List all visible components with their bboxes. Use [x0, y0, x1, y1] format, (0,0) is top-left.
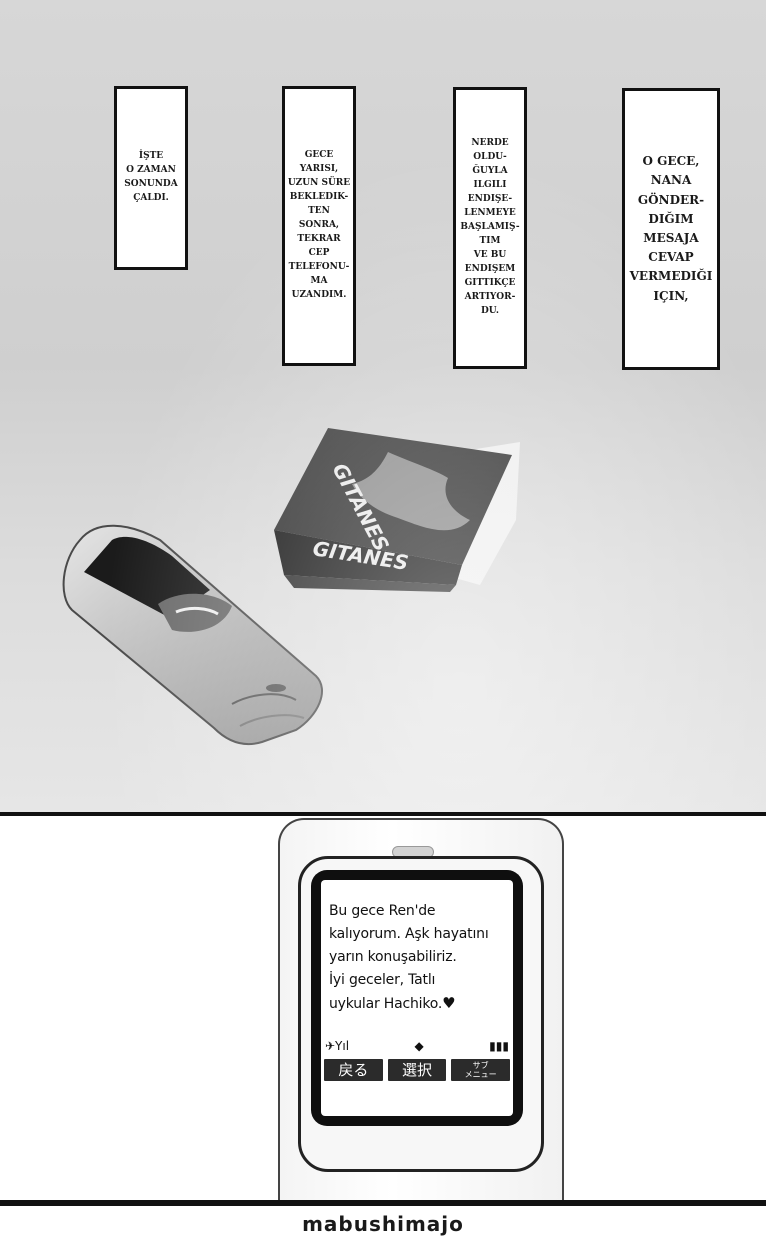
panel-divider	[0, 812, 766, 816]
cellophane-wrap	[455, 442, 520, 585]
dancer-silhouette	[352, 452, 470, 531]
sms-message: Bu gece Ren'de kalıyorum. Aşk hayatını y…	[329, 900, 505, 1016]
cigarette-box-front	[274, 530, 462, 585]
gitanes-top-label: GITANES	[328, 459, 394, 555]
heart-icon: ♥	[442, 994, 456, 1012]
signal-icon: ✈Yıl	[325, 1039, 350, 1053]
cigarette-box-top	[274, 428, 512, 565]
caption-box-2: Gece yarısı, uzun süre bekledik- ten son…	[282, 86, 356, 366]
phone-display: Bu gece Ren'de kalıyorum. Aşk hayatını y…	[321, 880, 513, 1116]
phone-screen: Bu gece Ren'de kalıyorum. Aşk hayatını y…	[311, 870, 523, 1126]
softkey-bar: 戻る 選択 サブ メニュー	[323, 1058, 512, 1082]
status-bar: ✈Yıl ◆ ▮▮▮	[325, 1038, 509, 1054]
nav-arrows-icon: ◆	[414, 1039, 424, 1053]
scanlation-credit: mabushimajo	[302, 1212, 464, 1236]
back-softkey[interactable]: 戻る	[323, 1058, 384, 1082]
caption-text-4: O gece, Nana gönder- diğim mesaja cevap …	[629, 154, 713, 303]
mobile-phone-illustration	[62, 524, 323, 746]
caption-text-1: İşte o zaman sonunda çaldı.	[124, 151, 178, 203]
top-panel: GITANES GITANES İşte o zaman sonunda çal…	[0, 0, 766, 812]
sms-message-text: Bu gece Ren'de kalıyorum. Aşk hayatını y…	[329, 903, 489, 1012]
caption-box-4: O gece, Nana gönder- diğim mesaja cevap …	[622, 88, 720, 370]
submenu-softkey[interactable]: サブ メニュー	[450, 1058, 512, 1082]
gitanes-front-label: GITANES	[311, 536, 410, 575]
caption-text-2: Gece yarısı, uzun süre bekledik- ten son…	[287, 150, 351, 300]
caption-text-3: Nerde oldu- ğuyla ilgili endişe- lenmeye…	[460, 138, 520, 316]
caption-box-1: İşte o zaman sonunda çaldı.	[114, 86, 188, 270]
phone-closeup: Bu gece Ren'de kalıyorum. Aşk hayatını y…	[278, 818, 564, 1200]
select-softkey[interactable]: 選択	[386, 1058, 448, 1082]
caption-box-3: Nerde oldu- ğuyla ilgili endişe- lenmeye…	[453, 87, 527, 369]
bottom-border	[0, 1200, 766, 1206]
battery-icon: ▮▮▮	[489, 1039, 509, 1053]
